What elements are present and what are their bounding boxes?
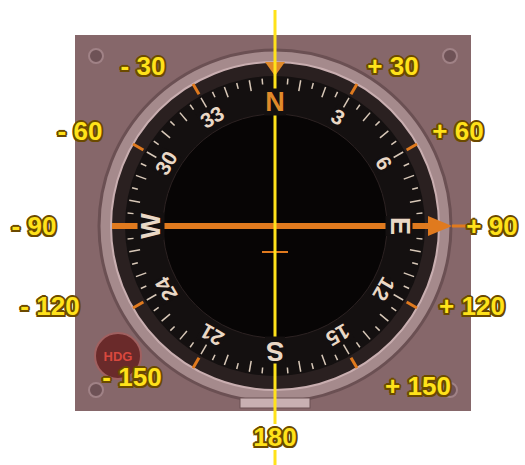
tick	[404, 175, 414, 179]
tick	[201, 98, 207, 108]
tick	[237, 83, 239, 89]
tick	[322, 87, 326, 97]
tick	[212, 355, 215, 360]
tick	[394, 152, 404, 158]
bezel-mark	[407, 144, 417, 150]
tick	[237, 363, 239, 369]
angle-label: - 90	[12, 213, 57, 239]
tick	[335, 355, 338, 360]
heading-mark: S	[265, 337, 285, 364]
tick	[261, 367, 263, 373]
tick	[190, 342, 193, 347]
angle-label: - 150	[102, 364, 161, 390]
tick	[128, 212, 134, 214]
heading-mark: N	[264, 89, 286, 116]
tick	[224, 355, 228, 365]
angle-label: + 30	[367, 53, 418, 79]
tick	[356, 105, 359, 110]
tick	[322, 355, 326, 365]
tick	[410, 250, 421, 252]
tick	[249, 361, 251, 372]
tick	[344, 345, 350, 355]
bezel-mark	[193, 84, 199, 94]
tick	[412, 188, 418, 190]
tick	[356, 342, 359, 347]
tick	[180, 113, 187, 121]
tick	[375, 121, 379, 125]
tick	[128, 238, 134, 240]
tick	[312, 83, 314, 89]
tick	[404, 273, 414, 277]
reference-line	[274, 10, 277, 465]
tick	[404, 286, 409, 289]
angle-label: + 90	[466, 213, 517, 239]
tick	[162, 131, 170, 138]
heading-mark: E	[386, 216, 413, 236]
tick	[380, 131, 388, 138]
heading-arrow-head	[428, 216, 452, 236]
tick	[380, 314, 388, 321]
angle-label: + 150	[385, 373, 451, 399]
tick	[154, 141, 159, 144]
tick	[299, 361, 301, 372]
angle-label: - 60	[58, 118, 103, 144]
tick	[410, 200, 421, 202]
tick	[249, 80, 251, 91]
screw	[443, 49, 457, 63]
tick	[375, 326, 379, 330]
tick	[261, 79, 263, 85]
bezel-mark	[133, 144, 143, 150]
knob-label: HDG	[104, 350, 133, 363]
angle-label: + 120	[439, 293, 505, 319]
angle-label: - 30	[121, 53, 166, 79]
screw	[89, 49, 103, 63]
screw	[89, 383, 103, 397]
tick	[287, 79, 289, 85]
tick	[335, 92, 338, 97]
tick	[129, 200, 140, 202]
tick	[287, 367, 289, 373]
tick	[299, 80, 301, 91]
angle-label: - 120	[20, 293, 79, 319]
bezel-mark	[351, 84, 357, 94]
tick	[162, 314, 170, 321]
tick	[312, 363, 314, 369]
bezel-mark	[133, 302, 143, 308]
tick	[136, 175, 146, 179]
bezel-mark	[193, 358, 199, 368]
tick	[363, 331, 370, 339]
angle-label: + 60	[432, 118, 483, 144]
tick	[224, 87, 228, 97]
angle-label: 180	[251, 424, 298, 450]
tick	[201, 345, 207, 355]
tick	[154, 307, 159, 310]
tick	[416, 238, 422, 240]
tick	[141, 163, 146, 166]
tick	[190, 105, 193, 110]
tick	[147, 295, 157, 301]
bezel-mark	[407, 302, 417, 308]
tick	[212, 92, 215, 97]
tick	[180, 331, 187, 339]
tick	[141, 286, 146, 289]
tick	[412, 263, 418, 265]
tick	[391, 141, 396, 144]
bezel-mark	[351, 358, 357, 368]
tick	[147, 152, 157, 158]
tick	[404, 163, 409, 166]
tick	[129, 250, 140, 252]
instrument-panel	[75, 35, 471, 411]
tick	[136, 273, 146, 277]
tick	[394, 295, 404, 301]
tick	[132, 188, 138, 190]
tick	[363, 113, 370, 121]
tick	[344, 98, 350, 108]
tick	[391, 307, 396, 310]
heading-mark: W	[138, 212, 165, 239]
tick	[170, 121, 174, 125]
tick	[170, 326, 174, 330]
tick	[416, 212, 422, 214]
tick	[132, 263, 138, 265]
